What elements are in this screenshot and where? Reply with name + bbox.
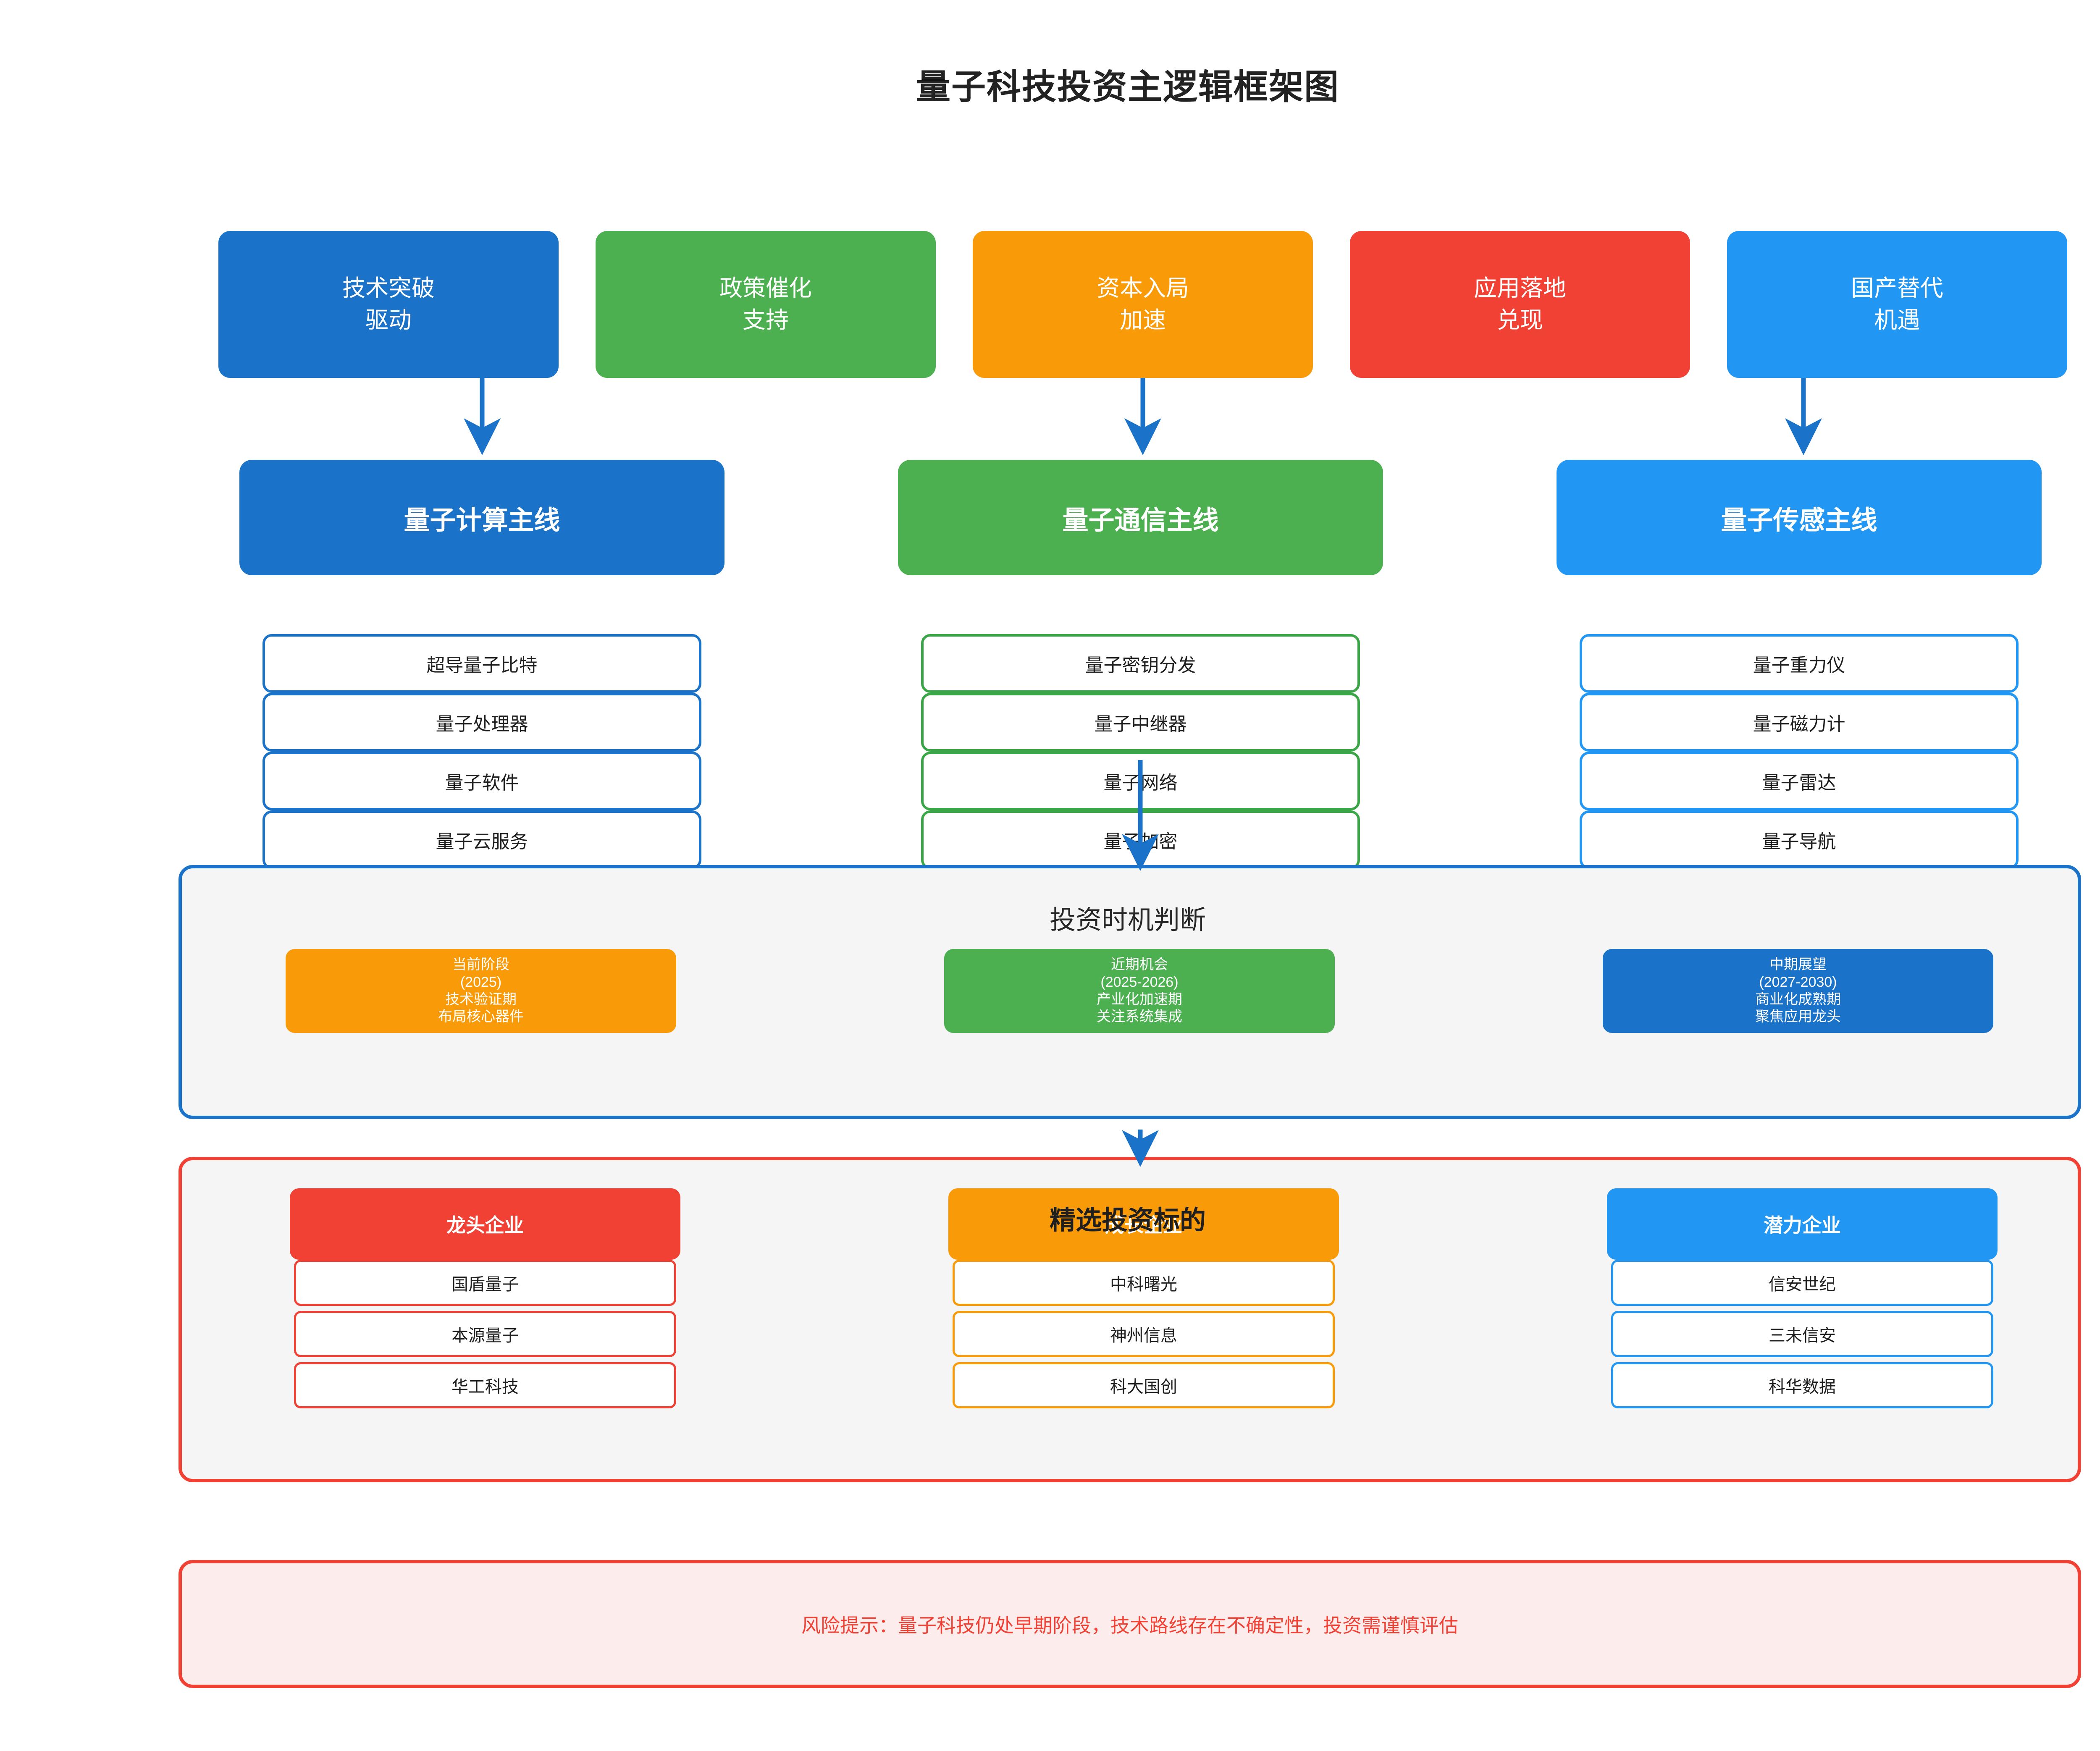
mainline-label: 量子传感主线 [1721, 506, 1877, 535]
tech-chip-label: 量子密钥分发 [1085, 655, 1196, 676]
mainline-header-communication[interactable]: 量子通信主线 [898, 460, 1383, 575]
company-name: 神州信息 [1110, 1326, 1177, 1345]
stage-action: 关注系统集成 [1097, 1009, 1182, 1025]
tech-chip[interactable]: 量子云服务 [262, 810, 701, 869]
driver-line2: 支持 [742, 307, 789, 333]
category-header-growth[interactable]: 成长企业 [948, 1188, 1339, 1260]
tech-chip-label: 量子软件 [445, 773, 519, 793]
company-name: 科华数据 [1769, 1378, 1836, 1396]
tech-chip-label: 量子导航 [1762, 831, 1836, 852]
tech-chip-label: 量子雷达 [1762, 773, 1836, 793]
tech-chip-label: 量子加密 [1103, 831, 1178, 852]
tech-chip[interactable]: 量子密钥分发 [921, 634, 1360, 693]
company-name: 本源量子 [452, 1326, 519, 1345]
category-label: 龙头企业 [446, 1214, 524, 1236]
stage-period: (2025) [460, 974, 502, 990]
tech-chip[interactable]: 量子磁力计 [1580, 693, 2019, 752]
timing-stage-near-term[interactable]: 近期机会 (2025-2026) 产业化加速期 关注系统集成 [944, 949, 1335, 1033]
company-name: 三未信安 [1769, 1326, 1836, 1345]
stage-phase: 产业化加速期 [1097, 991, 1182, 1007]
company-name: 信安世纪 [1769, 1275, 1836, 1294]
stage-period: (2027-2030) [1759, 974, 1837, 990]
tech-chip[interactable]: 量子处理器 [262, 693, 701, 752]
stage-period: (2025-2026) [1100, 974, 1179, 990]
driver-box-technology[interactable]: 技术突破 驱动 [218, 231, 559, 378]
company-item[interactable]: 三未信安 [1611, 1311, 1993, 1357]
stage-phase: 商业化成熟期 [1755, 991, 1841, 1007]
risk-warning-banner: 风险提示：量子科技仍处早期阶段，技术路线存在不确定性，投资需谨慎评估 [178, 1560, 2081, 1688]
driver-line1: 技术突破 [342, 275, 435, 301]
tech-chip-label: 量子重力仪 [1753, 655, 1845, 676]
company-item[interactable]: 科华数据 [1611, 1362, 1993, 1408]
company-item[interactable]: 中科曙光 [953, 1260, 1335, 1306]
company-name: 科大国创 [1110, 1378, 1177, 1396]
risk-warning-text: 风险提示：量子科技仍处早期阶段，技术路线存在不确定性，投资需谨慎评估 [801, 1614, 1458, 1636]
tech-chip[interactable]: 量子加密 [921, 810, 1360, 869]
driver-line1: 政策催化 [719, 275, 812, 301]
timing-stage-current[interactable]: 当前阶段 (2025) 技术验证期 布局核心器件 [286, 949, 676, 1033]
driver-line1: 国产替代 [1851, 275, 1943, 301]
driver-box-policy[interactable]: 政策催化 支持 [596, 231, 936, 378]
stage-name: 当前阶段 [452, 957, 509, 973]
company-item[interactable]: 华工科技 [294, 1362, 676, 1408]
category-label: 成长企业 [1105, 1214, 1182, 1236]
mainline-header-computing[interactable]: 量子计算主线 [239, 460, 724, 575]
tech-chip[interactable]: 量子重力仪 [1580, 634, 2019, 693]
company-item[interactable]: 本源量子 [294, 1311, 676, 1357]
mainline-label: 量子通信主线 [1062, 506, 1219, 535]
tech-chip[interactable]: 量子导航 [1580, 810, 2019, 869]
driver-box-localization[interactable]: 国产替代 机遇 [1727, 231, 2067, 378]
stage-action: 聚焦应用龙头 [1755, 1009, 1841, 1025]
driver-line2: 兑现 [1496, 307, 1543, 333]
driver-box-application[interactable]: 应用落地 兑现 [1350, 231, 1690, 378]
tech-chip[interactable]: 量子网络 [921, 752, 1360, 810]
driver-box-capital[interactable]: 资本入局 加速 [973, 231, 1313, 378]
company-item[interactable]: 科大国创 [953, 1362, 1335, 1408]
driver-line1: 应用落地 [1473, 275, 1566, 301]
company-name: 中科曙光 [1110, 1275, 1177, 1294]
tech-chip-label: 量子磁力计 [1753, 714, 1845, 734]
company-item[interactable]: 神州信息 [953, 1311, 1335, 1357]
stage-action: 布局核心器件 [438, 1009, 524, 1025]
tech-chip-label: 超导量子比特 [426, 655, 538, 676]
timing-stage-mid-term[interactable]: 中期展望 (2027-2030) 商业化成熟期 聚焦应用龙头 [1603, 949, 1993, 1033]
driver-line2: 加速 [1119, 307, 1166, 333]
stage-name: 近期机会 [1111, 957, 1168, 973]
tech-chip[interactable]: 量子雷达 [1580, 752, 2019, 810]
tech-chip-label: 量子处理器 [436, 714, 528, 734]
mainline-label: 量子计算主线 [404, 506, 560, 535]
page-title: 量子科技投资主逻辑框架图 [916, 68, 1339, 106]
targets-panel-title: 精选投资标的 [1049, 1206, 1206, 1235]
driver-line1: 资本入局 [1096, 275, 1189, 301]
tech-chip-label: 量子中继器 [1094, 714, 1187, 734]
company-item[interactable]: 信安世纪 [1611, 1260, 1993, 1306]
mainline-header-sensing[interactable]: 量子传感主线 [1557, 460, 2042, 575]
tech-chip[interactable]: 量子中继器 [921, 693, 1360, 752]
driver-line2: 机遇 [1874, 307, 1920, 333]
company-item[interactable]: 国盾量子 [294, 1260, 676, 1306]
tech-chip[interactable]: 量子软件 [262, 752, 701, 810]
company-name: 华工科技 [452, 1378, 519, 1396]
stage-name: 中期展望 [1769, 957, 1827, 973]
tech-chip-label: 量子云服务 [436, 831, 528, 852]
category-header-potential[interactable]: 潜力企业 [1607, 1188, 1998, 1260]
category-header-leaders[interactable]: 龙头企业 [290, 1188, 680, 1260]
company-name: 国盾量子 [452, 1275, 519, 1294]
tech-chip-label: 量子网络 [1103, 773, 1178, 793]
timing-panel-title: 投资时机判断 [1049, 906, 1206, 935]
stage-phase: 技术验证期 [445, 991, 517, 1007]
category-label: 潜力企业 [1764, 1214, 1841, 1236]
driver-line2: 驱动 [365, 307, 412, 333]
tech-chip[interactable]: 超导量子比特 [262, 634, 701, 693]
